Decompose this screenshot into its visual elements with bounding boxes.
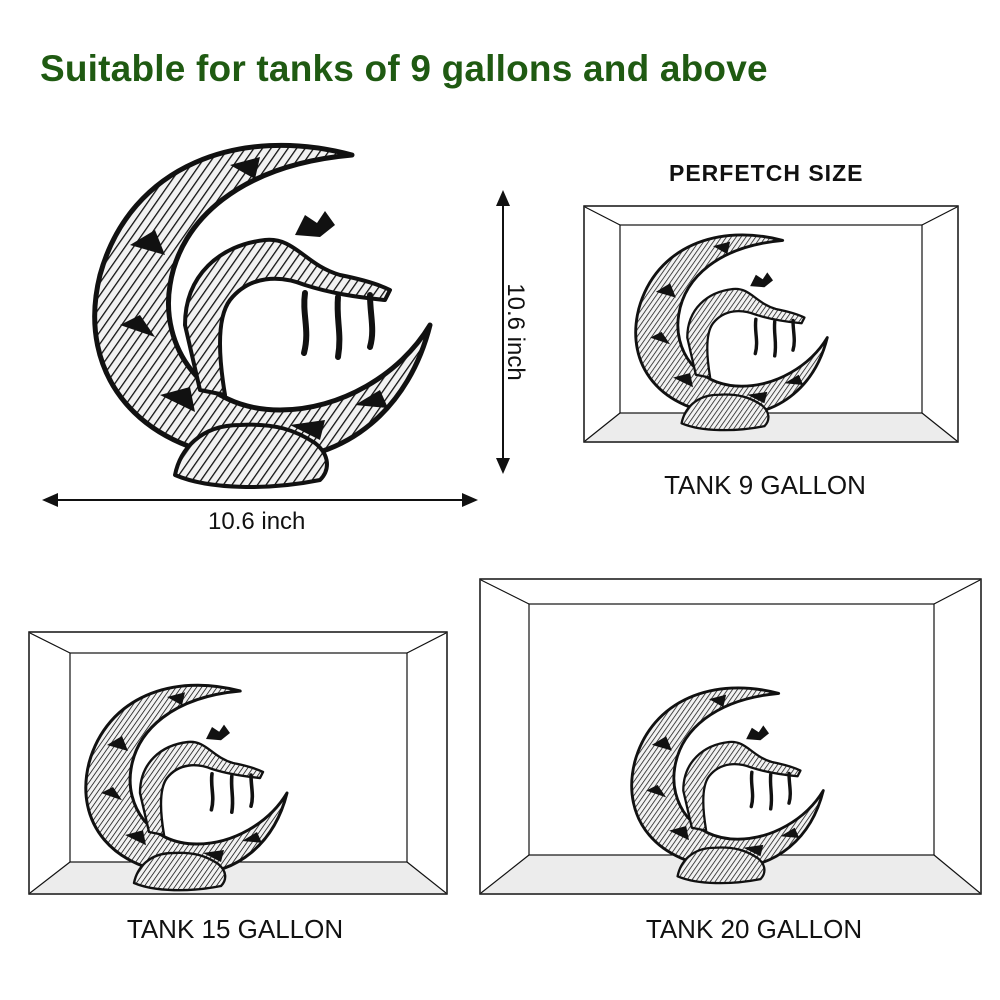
main-ornament-image bbox=[90, 125, 440, 495]
tank-15-gallon bbox=[28, 631, 448, 895]
vertical-dimension-arrow-icon bbox=[496, 190, 510, 474]
size-section-title: PERFETCH SIZE bbox=[669, 160, 864, 186]
headline: Suitable for tanks of 9 gallons and abov… bbox=[40, 48, 768, 89]
height-label: 10.6 inch bbox=[502, 283, 529, 381]
tank-15-gallon-label: TANK 15 GALLON bbox=[126, 914, 344, 944]
horizontal-dimension-arrow-icon bbox=[42, 493, 478, 507]
tank-20-gallon-label: TANK 20 GALLON bbox=[645, 914, 863, 944]
width-label: 10.6 inch bbox=[208, 508, 306, 535]
tank-20-gallon bbox=[479, 578, 982, 895]
tank-9-gallon-label: TANK 9 GALLON bbox=[664, 470, 866, 500]
tank-9-gallon bbox=[583, 205, 959, 443]
